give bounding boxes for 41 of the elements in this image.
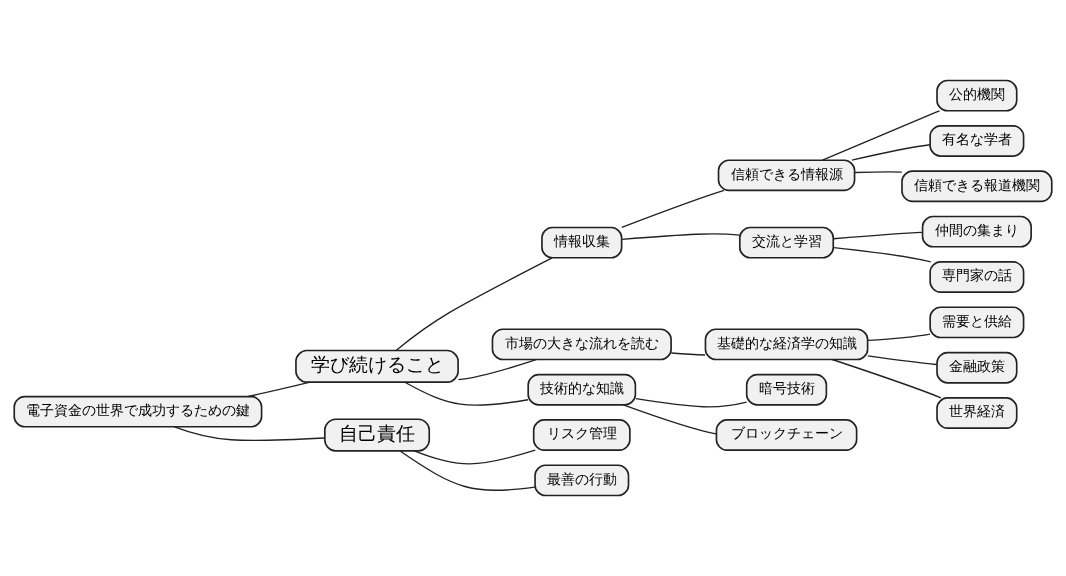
connector: [851, 144, 931, 161]
node-box: 交流と学習: [739, 226, 835, 259]
node-box: 技術的な知識: [527, 373, 637, 406]
connector: [867, 355, 938, 366]
connector: [635, 397, 748, 408]
connector: [404, 381, 529, 406]
node-box: 専門家の話: [929, 261, 1025, 293]
connector: [854, 171, 903, 174]
node-box: ブロックチェーン: [715, 419, 858, 451]
node-box: 世界経済: [936, 397, 1018, 429]
connector: [621, 189, 725, 229]
connector: [413, 449, 536, 465]
connector: [621, 233, 741, 240]
connector: [457, 358, 537, 381]
connector: [833, 246, 932, 263]
node-box: 有名な学者: [929, 125, 1025, 157]
connector: [867, 333, 931, 342]
node-box: 市場の大きな流れを読む: [491, 328, 672, 361]
connector: [831, 358, 942, 399]
connector: [247, 381, 311, 398]
connector: [821, 110, 941, 161]
node-box: 需要と供給: [929, 306, 1025, 339]
node-box: 学び続けること: [295, 349, 459, 383]
node-box: 自己責任: [324, 418, 431, 452]
node-box: 暗号技術: [745, 373, 828, 406]
node-box: 電子資金の世界で成功するための鍵: [13, 395, 263, 428]
connector: [622, 404, 717, 435]
node-box: 最善の行動: [534, 464, 630, 497]
connector: [832, 231, 923, 240]
node-box: 情報収集: [541, 226, 623, 259]
node-box: 公的機関: [936, 79, 1018, 112]
connector: [395, 257, 553, 352]
node-box: 金融政策: [936, 351, 1018, 384]
connector: [399, 450, 536, 491]
node-box: 基礎的な経済学の知識: [704, 328, 869, 361]
connector: [670, 352, 706, 356]
node-box: 信頼できる報道機関: [901, 170, 1053, 203]
node-box: 仲間の集まり: [921, 215, 1032, 248]
node-box: 信頼できる情報源: [717, 159, 856, 192]
node-box: リスク管理: [532, 419, 631, 451]
connector: [173, 426, 325, 442]
